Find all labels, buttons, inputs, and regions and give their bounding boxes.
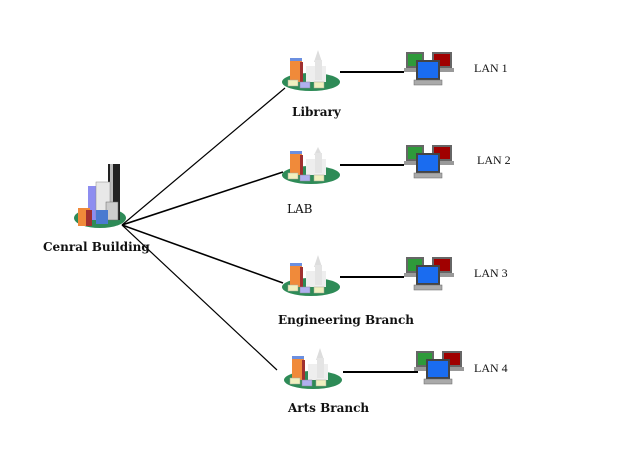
lan-node-2[interactable] [402,143,454,189]
branch-label-lab: LAB [287,202,313,216]
central-building-node[interactable] [72,160,128,236]
branch-label-arts: Arts Branch [288,401,370,415]
link-central-library [121,87,286,226]
campus-building-icon [282,147,340,184]
computer-cluster-icon [404,52,454,86]
branch-node-lab[interactable] [280,141,342,189]
link-central-engineering [121,224,284,284]
lan-node-1[interactable] [402,50,454,96]
computer-cluster-icon [404,145,454,179]
campus-building-icon [284,348,342,389]
computer-cluster-icon [404,257,454,291]
lan-label-3: LAN 3 [474,266,508,280]
lan-label-4: LAN 4 [474,361,508,375]
branch-node-library[interactable] [280,48,342,96]
link-central-arts [121,224,278,371]
branch-node-engineering[interactable] [280,253,342,301]
campus-building-icon [282,255,340,296]
lan-node-3[interactable] [402,255,454,301]
skyscraper-campus-icon [74,164,126,228]
link-central-lab [121,171,284,226]
computer-cluster-icon [414,351,464,385]
branch-label-library: Library [292,105,341,119]
branch-label-engineering: Engineering Branch [278,313,414,327]
central-building-label: Cenral Building [43,240,150,254]
branch-node-arts[interactable] [282,346,344,394]
lan-label-2: LAN 2 [477,153,511,167]
lan-label-1: LAN 1 [474,61,508,75]
campus-building-icon [282,50,340,91]
lan-node-4[interactable] [412,349,464,395]
